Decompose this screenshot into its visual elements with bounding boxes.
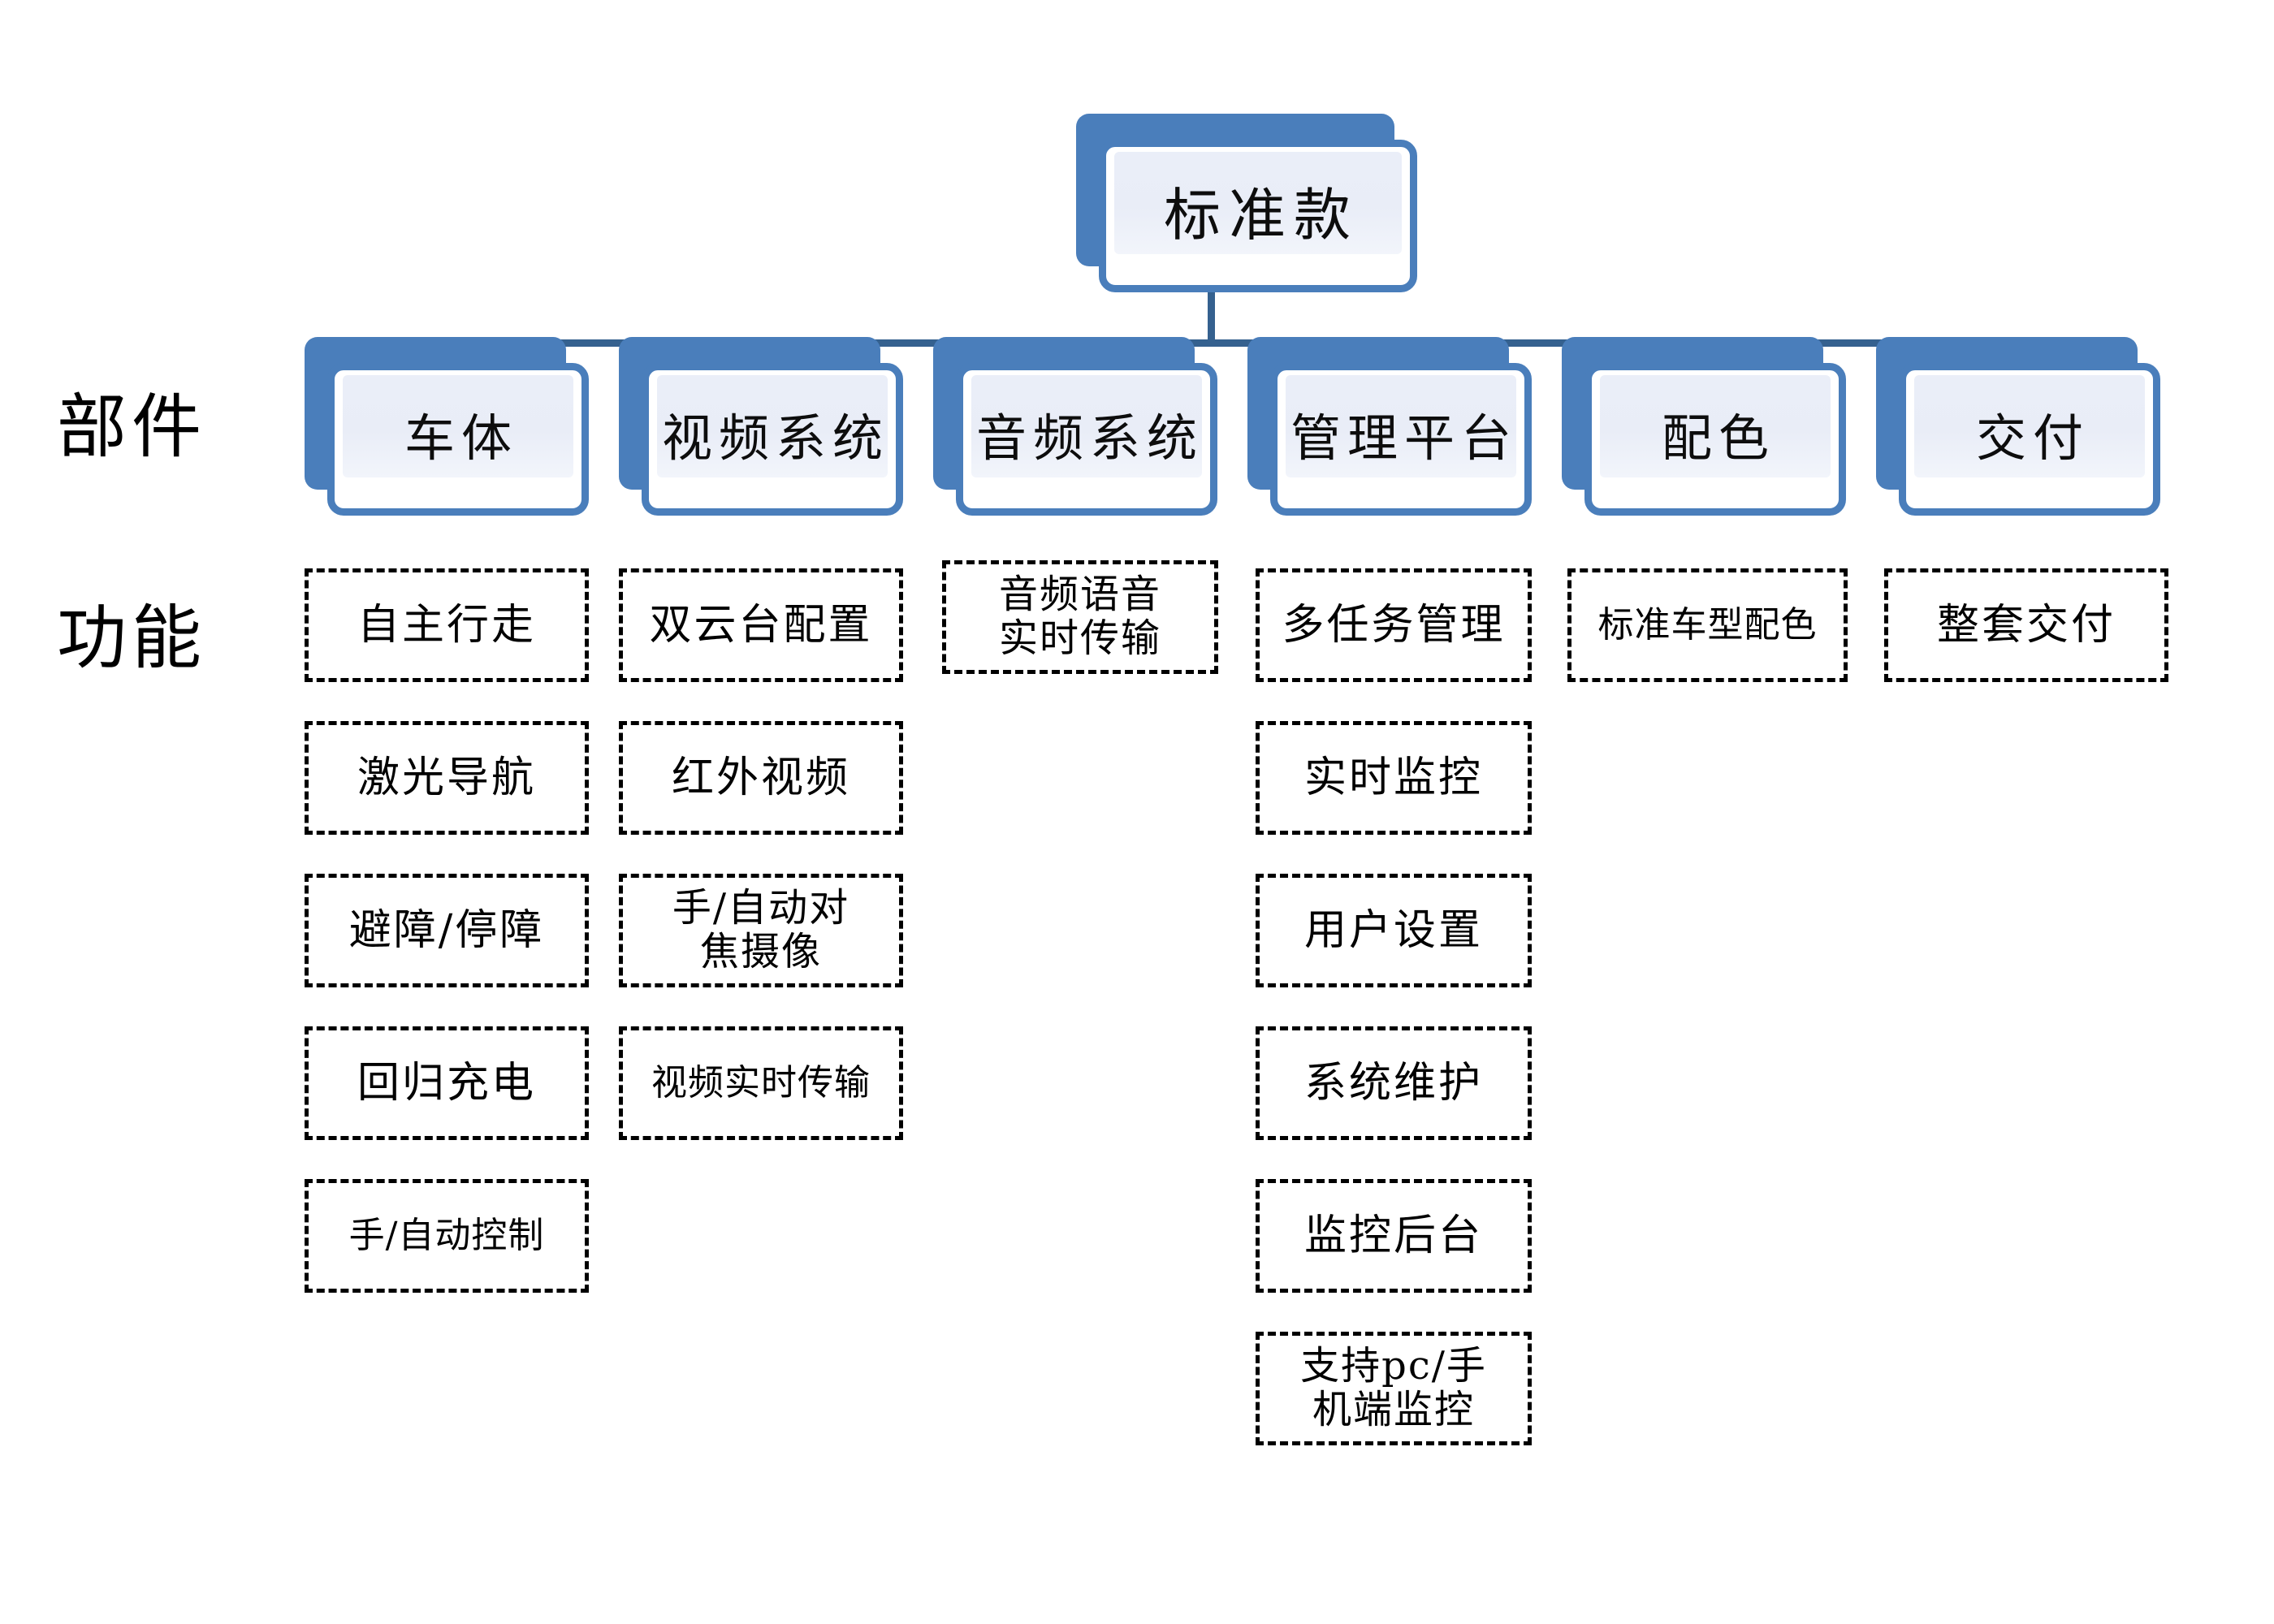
function-box-label: 监控后台 — [1303, 1211, 1483, 1260]
function-box-1-1[interactable]: 红外视频 — [619, 721, 903, 835]
connector-root-stem — [1208, 292, 1215, 345]
root-node-standard-model[interactable]: 标准款 — [1076, 114, 1417, 292]
component-node-4[interactable]: 配色 — [1562, 337, 1846, 516]
function-box-label: 自主行走 — [357, 600, 536, 650]
function-box-3-2[interactable]: 用户设置 — [1256, 874, 1532, 987]
function-box-4-0[interactable]: 标准车型配色 — [1567, 568, 1848, 682]
function-box-label: 避障/停障 — [348, 905, 545, 955]
component-node-3[interactable]: 管理平台 — [1247, 337, 1532, 516]
function-box-label: 激光导航 — [357, 753, 536, 802]
component-node-label: 音频系统 — [975, 408, 1204, 468]
function-box-3-4[interactable]: 监控后台 — [1256, 1179, 1532, 1293]
component-node-card: 音频系统 — [956, 363, 1217, 516]
function-box-3-5[interactable]: 支持pc/手机端监控 — [1256, 1332, 1532, 1445]
component-node-label: 配色 — [1661, 408, 1775, 468]
component-node-card: 配色 — [1584, 363, 1846, 516]
function-box-3-0[interactable]: 多任务管理 — [1256, 568, 1532, 682]
component-node-inner-fill — [343, 375, 573, 477]
component-node-inner-fill — [971, 375, 1202, 477]
function-box-5-0[interactable]: 整套交付 — [1884, 568, 2168, 682]
component-node-label: 车体 — [404, 408, 518, 468]
component-node-card: 管理平台 — [1270, 363, 1532, 516]
function-box-label: 回归充电 — [357, 1058, 536, 1108]
component-node-card: 交付 — [1899, 363, 2160, 516]
component-node-inner-fill — [1600, 375, 1831, 477]
function-box-label: 整套交付 — [1936, 600, 2116, 650]
component-node-label: 管理平台 — [1290, 408, 1518, 468]
root-node-label: 标准款 — [1164, 181, 1359, 248]
component-node-label: 交付 — [1975, 408, 2090, 468]
connector-horizontal-bus — [422, 339, 1998, 347]
function-box-1-0[interactable]: 双云台配置 — [619, 568, 903, 682]
row-label-components: 部件 — [57, 387, 206, 468]
function-box-label: 支持pc/手机端监控 — [1300, 1343, 1487, 1432]
component-node-inner-fill — [1286, 375, 1516, 477]
function-box-3-3[interactable]: 系统维护 — [1256, 1026, 1532, 1140]
function-box-label: 音频语音实时传输 — [998, 572, 1161, 661]
component-node-5[interactable]: 交付 — [1876, 337, 2160, 516]
component-node-inner-fill — [1914, 375, 2145, 477]
component-node-label: 视频系统 — [661, 408, 889, 468]
function-box-label: 视频实时传输 — [651, 1062, 871, 1104]
function-box-1-3[interactable]: 视频实时传输 — [619, 1026, 903, 1140]
root-node-inner-fill — [1114, 152, 1402, 254]
function-box-label: 双云台配置 — [649, 600, 873, 650]
function-box-0-0[interactable]: 自主行走 — [305, 568, 589, 682]
function-box-label: 标准车型配色 — [1597, 604, 1818, 646]
function-box-label: 手/自动对焦摄像 — [672, 885, 850, 974]
function-box-label: 用户设置 — [1303, 905, 1483, 955]
function-box-0-3[interactable]: 回归充电 — [305, 1026, 589, 1140]
function-box-3-1[interactable]: 实时监控 — [1256, 721, 1532, 835]
function-box-0-2[interactable]: 避障/停障 — [305, 874, 589, 987]
root-node-card: 标准款 — [1099, 140, 1417, 292]
component-node-card: 视频系统 — [642, 363, 903, 516]
component-node-card: 车体 — [327, 363, 589, 516]
component-node-1[interactable]: 视频系统 — [619, 337, 903, 516]
row-label-functions: 功能 — [57, 598, 206, 679]
function-box-1-2[interactable]: 手/自动对焦摄像 — [619, 874, 903, 987]
function-box-label: 实时监控 — [1303, 753, 1483, 802]
function-box-label: 红外视频 — [671, 753, 850, 802]
function-box-label: 手/自动控制 — [348, 1215, 545, 1257]
function-box-label: 系统维护 — [1303, 1058, 1483, 1108]
function-box-2-0[interactable]: 音频语音实时传输 — [942, 560, 1218, 674]
component-node-2[interactable]: 音频系统 — [933, 337, 1217, 516]
component-node-0[interactable]: 车体 — [305, 337, 589, 516]
function-box-0-4[interactable]: 手/自动控制 — [305, 1179, 589, 1293]
function-box-label: 多任务管理 — [1282, 600, 1506, 650]
function-box-0-1[interactable]: 激光导航 — [305, 721, 589, 835]
component-node-inner-fill — [657, 375, 888, 477]
